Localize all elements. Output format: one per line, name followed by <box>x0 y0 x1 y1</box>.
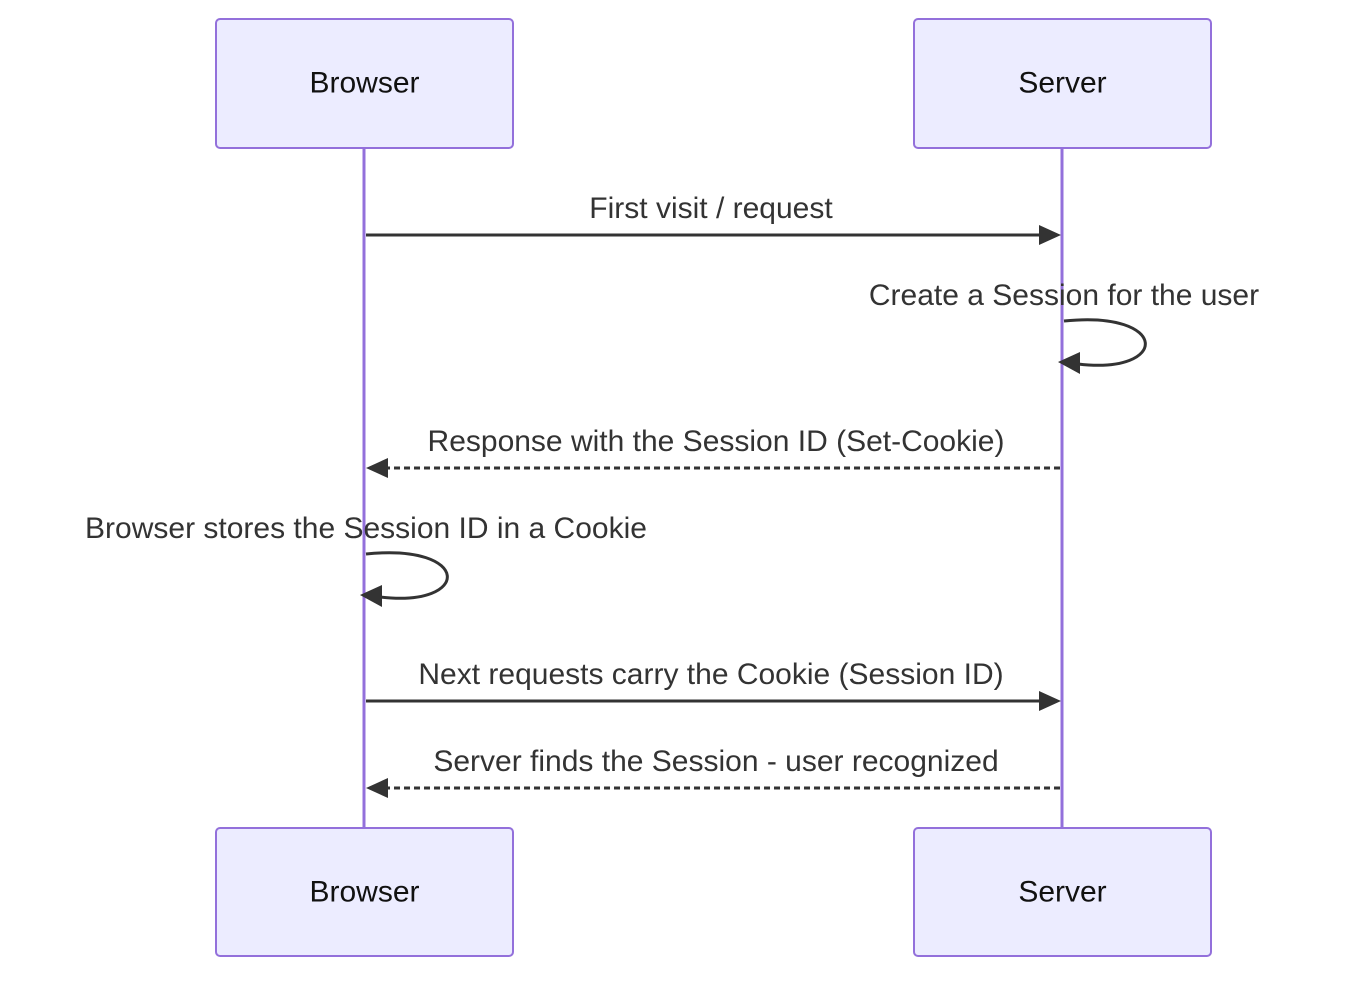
message-response-session-id-label: Response with the Session ID (Set-Cookie… <box>428 425 1005 458</box>
message-response-session-id: Response with the Session ID (Set-Cookie… <box>366 425 1060 478</box>
message-user-recognized-label: Server finds the Session - user recogniz… <box>433 745 998 778</box>
arrowhead-loop <box>1058 352 1080 374</box>
message-create-session: Create a Session for the user <box>869 279 1259 374</box>
message-next-requests: Next requests carry the Cookie (Session … <box>366 658 1061 711</box>
actor-browser-top-label: Browser <box>309 67 419 100</box>
actor-server-bottom: Server <box>913 827 1212 957</box>
message-create-session-label: Create a Session for the user <box>869 279 1259 312</box>
arrowhead-right <box>1039 691 1061 711</box>
message-user-recognized: Server finds the Session - user recogniz… <box>366 745 1060 798</box>
actor-browser-bottom: Browser <box>215 827 514 957</box>
actor-server-top: Server <box>913 18 1212 149</box>
arrowhead-loop <box>360 585 382 607</box>
actor-browser-bottom-label: Browser <box>309 876 419 909</box>
message-first-visit: First visit / request <box>366 192 1061 245</box>
message-first-visit-label: First visit / request <box>589 192 833 225</box>
message-store-cookie-label: Browser stores the Session ID in a Cooki… <box>85 512 647 545</box>
arrowhead-right <box>1039 225 1061 245</box>
actor-browser-top: Browser <box>215 18 514 149</box>
arrowhead-left <box>366 458 388 478</box>
message-next-requests-label: Next requests carry the Cookie (Session … <box>418 658 1003 691</box>
message-store-cookie: Browser stores the Session ID in a Cooki… <box>85 512 647 607</box>
actor-server-bottom-label: Server <box>1018 876 1106 909</box>
actor-server-top-label: Server <box>1018 67 1106 100</box>
arrowhead-left <box>366 778 388 798</box>
